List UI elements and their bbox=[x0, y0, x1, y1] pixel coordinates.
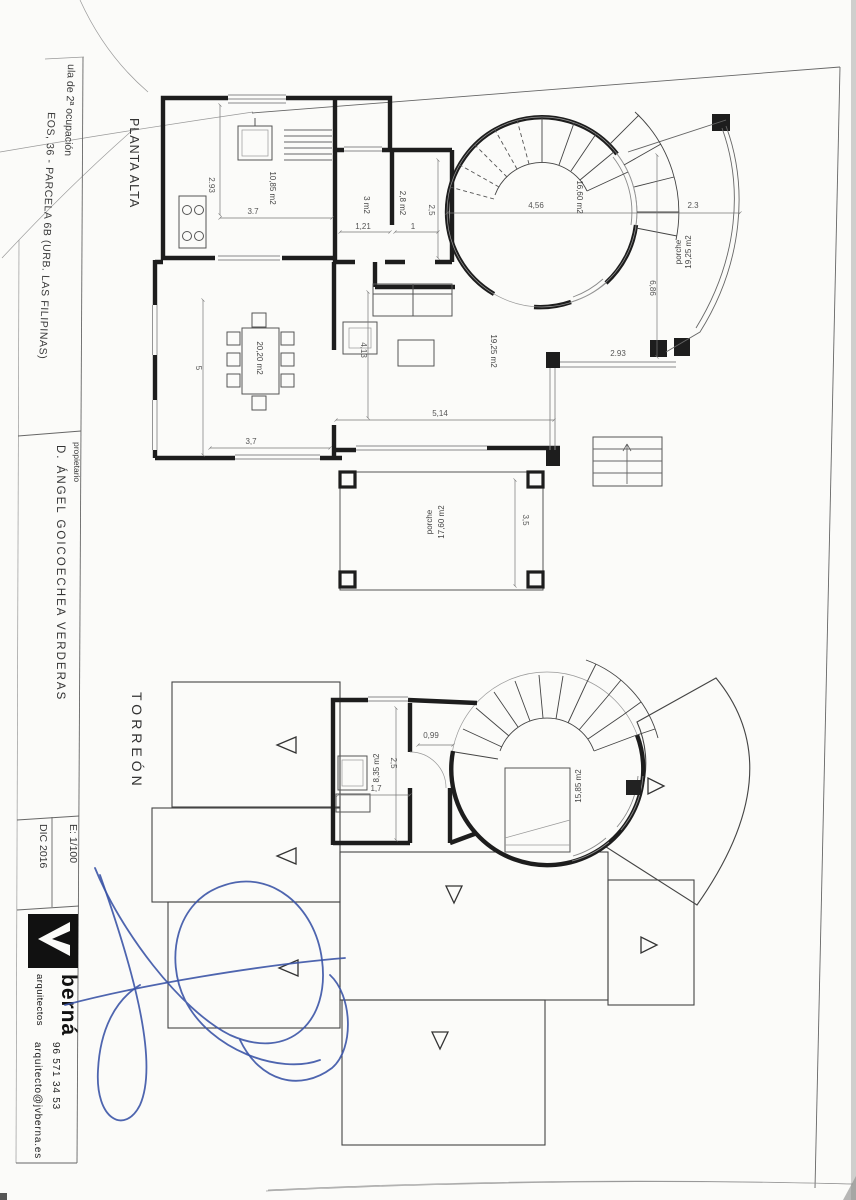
labels-upper: 10,85 m2 3 m2 2,8 m2 16,60 m2 20,20 m2 1… bbox=[194, 171, 699, 538]
room-label-dining: 20,20 m2 bbox=[255, 341, 264, 375]
svg-text:17,60 m2: 17,60 m2 bbox=[437, 505, 446, 539]
plan-title-torreon: TORREÓN bbox=[129, 692, 145, 790]
dim-bath-depth-lower: 2,5 bbox=[389, 757, 398, 769]
svg-text:19,25 m2: 19,25 m2 bbox=[684, 235, 693, 269]
bed bbox=[504, 767, 571, 853]
sheet-border bbox=[251, 66, 841, 1189]
room-label-bath: 2,8 m2 bbox=[398, 191, 407, 216]
tower-lower bbox=[449, 659, 659, 868]
fan-roof bbox=[602, 677, 751, 906]
firm-email: arquitecto@jvberna.es bbox=[32, 1042, 43, 1159]
room-label-utility: 3 m2 bbox=[362, 196, 371, 214]
scale-value: E: 1/100 bbox=[67, 824, 79, 863]
drainboard bbox=[284, 129, 332, 161]
logo-v-icon bbox=[38, 922, 70, 956]
project-line1: ula de 2ª ocupación bbox=[62, 64, 77, 157]
dim-porch-east-depth: 6,86 bbox=[648, 280, 657, 296]
firm-phone: 96 571 34 53 bbox=[50, 1042, 61, 1110]
bathroom-lower bbox=[330, 696, 478, 846]
labels-lower: 8,35 m2 2,5 1,7 0,99 15,85 m2 bbox=[370, 731, 583, 803]
dim-living-depth: 4,13 bbox=[359, 342, 368, 358]
firm-name: berná bbox=[57, 974, 80, 1036]
room-label-living: 19,25 m2 bbox=[489, 334, 498, 368]
dim-porch-south-depth: 3,5 bbox=[521, 514, 530, 526]
room-label-bath-lower: 8,35 m2 bbox=[372, 753, 381, 782]
dim-bath-width: 1 bbox=[411, 222, 416, 231]
roof-planes bbox=[151, 677, 751, 1146]
owner-name: D. ÁNGEL GOICOECHEA VERDERAS bbox=[54, 445, 67, 701]
furniture-upper bbox=[178, 118, 663, 591]
dim-bath-depth: 2,5 bbox=[427, 204, 436, 216]
slope-arrow-icon bbox=[275, 847, 297, 865]
ground-line bbox=[267, 1180, 854, 1191]
slope-arrow-icon bbox=[430, 1031, 450, 1051]
armchair bbox=[342, 321, 378, 355]
owner-label: propietario bbox=[72, 442, 82, 482]
paper-right-edge bbox=[851, 0, 856, 1200]
date-value: DIC 2016 bbox=[37, 824, 49, 869]
dim-dining-depth: 5 bbox=[194, 366, 203, 371]
coffee-table bbox=[397, 339, 435, 367]
exterior-steps bbox=[592, 436, 663, 487]
dim-terrace-width: 2.93 bbox=[610, 349, 626, 358]
dimensions-upper bbox=[201, 103, 742, 588]
slope-arrow-icon bbox=[647, 776, 666, 796]
dim-hall-width-lower: 0,99 bbox=[423, 731, 439, 740]
dim-kitchen-width: 3.7 bbox=[247, 207, 259, 216]
slope-arrow-icon bbox=[444, 885, 464, 905]
dim-bath-width-lower: 1,7 bbox=[370, 784, 382, 793]
room-label-porch-south: porche bbox=[425, 509, 434, 534]
slope-arrow-icon bbox=[275, 736, 297, 754]
porch-south bbox=[338, 470, 545, 591]
stove bbox=[178, 195, 207, 249]
windows-upper bbox=[152, 94, 740, 460]
room-label-kitchen: 10,85 m2 bbox=[268, 171, 277, 205]
dim-living-width: 5,14 bbox=[432, 409, 448, 418]
dining-table bbox=[241, 327, 280, 395]
room-label-tower: 16,60 m2 bbox=[575, 180, 584, 214]
vanity-sink bbox=[337, 755, 368, 791]
dim-utility-width: 1,21 bbox=[355, 222, 371, 231]
firm-logo bbox=[28, 914, 78, 968]
plan-title-planta-alta: PLANTA ALTA bbox=[127, 118, 141, 208]
slope-arrow-icon bbox=[640, 935, 659, 955]
dim-dining-width: 3,7 bbox=[245, 437, 257, 446]
dim-kitchen-depth: 2.93 bbox=[207, 177, 216, 193]
room-label-tower-lower: 15,85 m2 bbox=[574, 769, 583, 803]
dim-tower-diameter: 4,56 bbox=[528, 201, 544, 210]
firm-subtitle: arquitectos bbox=[34, 974, 45, 1026]
plan-torreon: TORREÓN bbox=[129, 659, 854, 1191]
plan-planta-alta: PLANTA ALTA bbox=[127, 94, 742, 591]
signature bbox=[64, 867, 349, 1122]
dim-porch-east-width: 2.3 bbox=[687, 201, 699, 210]
room-label-porch-east: porche bbox=[674, 239, 683, 264]
